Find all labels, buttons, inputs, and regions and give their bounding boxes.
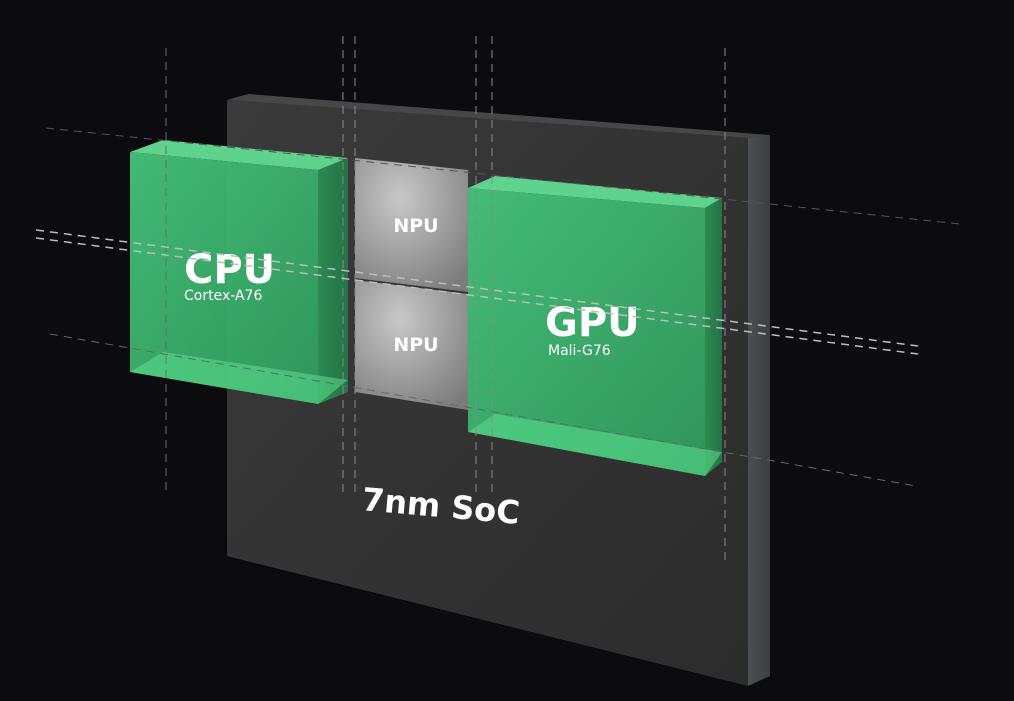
npu-bottom-label: NPU <box>393 334 438 356</box>
npu-top: NPU <box>355 158 468 292</box>
gpu-block-side <box>705 198 722 476</box>
soc-slab-top-edge <box>227 94 770 138</box>
cpu-title: CPU <box>184 247 275 293</box>
guide-lines <box>35 36 961 560</box>
gpu-block-top <box>468 176 722 208</box>
cpu-block-bottom-glow <box>130 352 348 404</box>
cpu-subtitle: Cortex-A76 <box>184 288 262 304</box>
npu-bottom: NPU <box>355 280 468 410</box>
gpu-block: GPU Mali-G76 <box>468 176 722 476</box>
cpu-block-side <box>318 158 348 404</box>
cpu-block: CPU Cortex-A76 <box>130 140 348 404</box>
cpu-block-top <box>130 140 348 170</box>
cpu-block-front <box>130 152 318 404</box>
gpu-block-front <box>468 188 705 476</box>
gpu-subtitle: Mali-G76 <box>548 343 611 359</box>
npu-top-label: NPU <box>393 215 438 237</box>
gpu-block-bottom-glow <box>468 414 722 476</box>
guide-h-3 <box>49 333 917 487</box>
soc-slab-side <box>748 135 770 686</box>
npu-top-block <box>355 158 468 292</box>
npu-bottom-block <box>355 280 468 410</box>
